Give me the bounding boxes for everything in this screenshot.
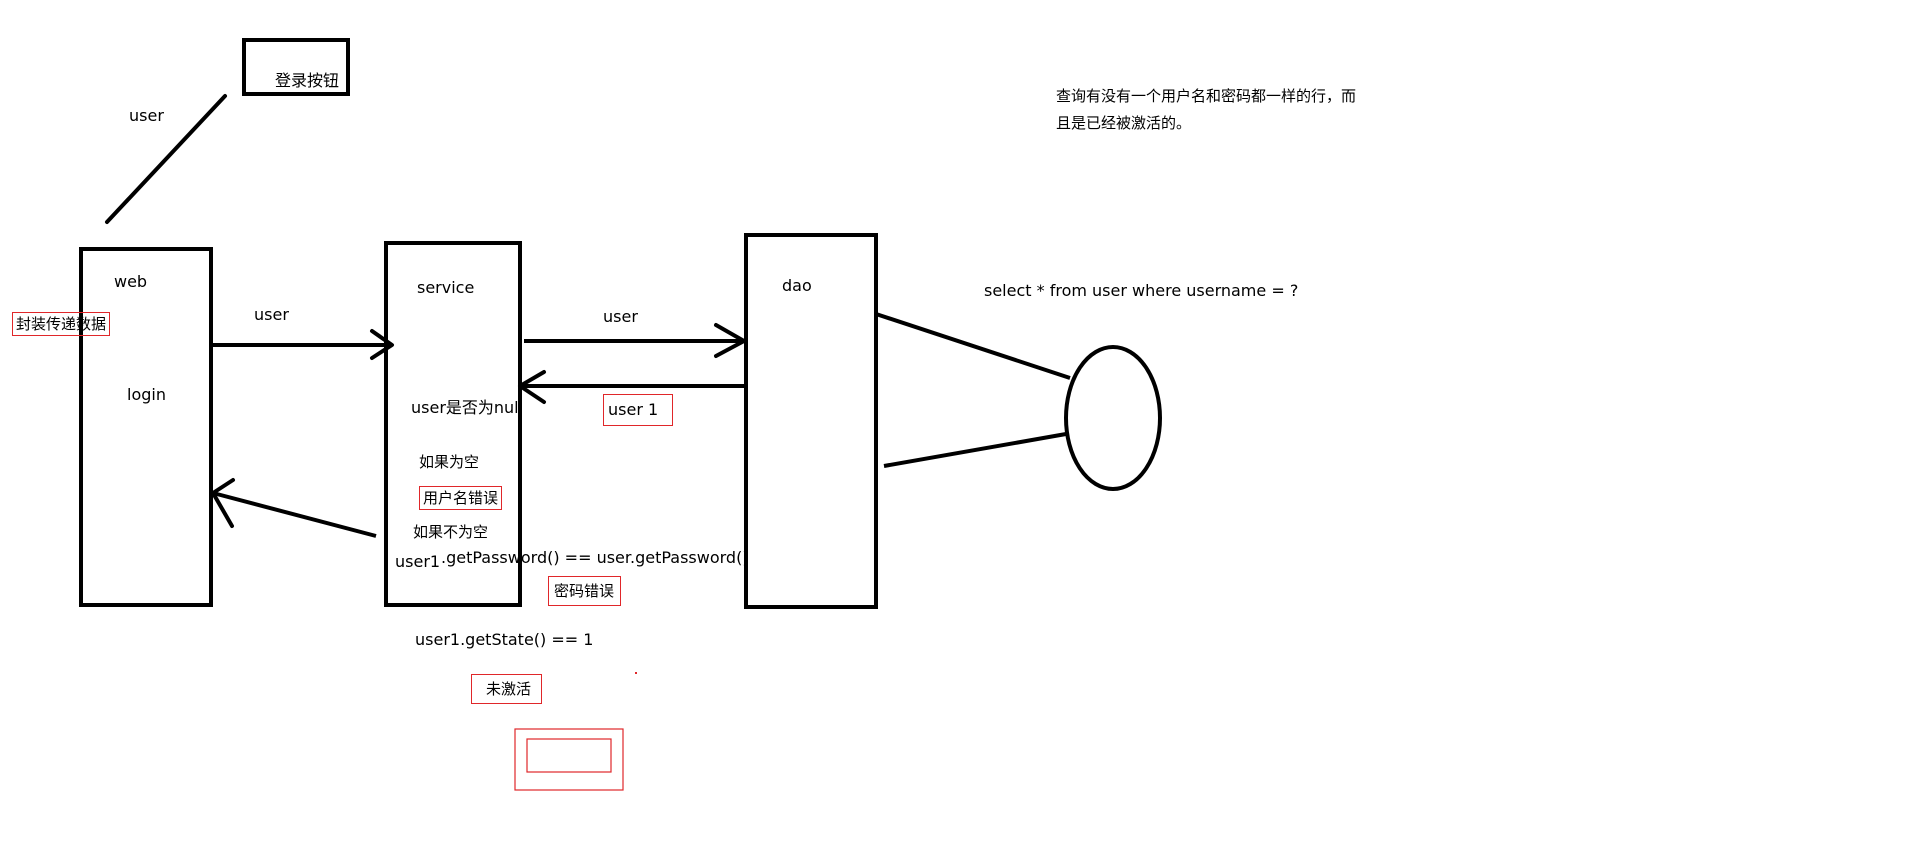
- empty-inner-box: [526, 738, 612, 773]
- service-not-activated: 未激活: [471, 674, 543, 704]
- arrow-service-to-web: [212, 491, 377, 538]
- database-ellipse: [1064, 345, 1162, 491]
- arrow-web-to-service-head: [370, 329, 394, 360]
- red-dot: [635, 672, 637, 674]
- arrow-service-to-dao-head: [714, 323, 746, 358]
- service-null-check: user是否为null: [411, 398, 524, 417]
- service-title: service: [417, 278, 475, 297]
- empty-outer-box: [514, 728, 624, 791]
- service-password-error: 密码错误: [548, 576, 622, 606]
- service-if-empty: 如果为空: [419, 453, 480, 471]
- service-to-dao-label: user: [603, 307, 638, 326]
- service-password-compare: .getPassword() == user.getPassword(): [441, 548, 749, 567]
- arrow-dao-to-service-head: [518, 370, 546, 404]
- service-box: [384, 241, 522, 607]
- web-to-service-label: user: [254, 305, 289, 324]
- web-note: 封装传递数据: [12, 312, 111, 336]
- dao-box: [744, 233, 878, 609]
- query-note-line2: 且是已经被激活的。: [1056, 114, 1192, 132]
- dao-db-line-top: [875, 312, 1071, 380]
- sql-label: select * from user where username = ?: [984, 281, 1299, 300]
- web-sub: login: [127, 385, 166, 404]
- arrow-service-to-web-head: [211, 478, 235, 528]
- service-user1-label: user1: [395, 552, 441, 571]
- service-username-error: 用户名错误: [419, 486, 503, 510]
- dao-db-line-bottom: [883, 432, 1067, 468]
- login-button-label: 登录按钮: [275, 71, 340, 90]
- user-flow-line: [105, 94, 227, 224]
- query-note-line1: 查询有没有一个用户名和密码都一样的行，而: [1056, 87, 1357, 105]
- service-if-not-empty: 如果不为空: [413, 523, 489, 541]
- login-button: 登录按钮: [242, 38, 350, 96]
- web-box: [79, 247, 213, 607]
- service-state-check: user1.getState() == 1: [415, 630, 594, 649]
- dao-to-service-label: user 1: [603, 394, 674, 426]
- dao-title: dao: [782, 276, 812, 295]
- web-title: web: [114, 272, 148, 291]
- user-top-label: user: [129, 106, 164, 125]
